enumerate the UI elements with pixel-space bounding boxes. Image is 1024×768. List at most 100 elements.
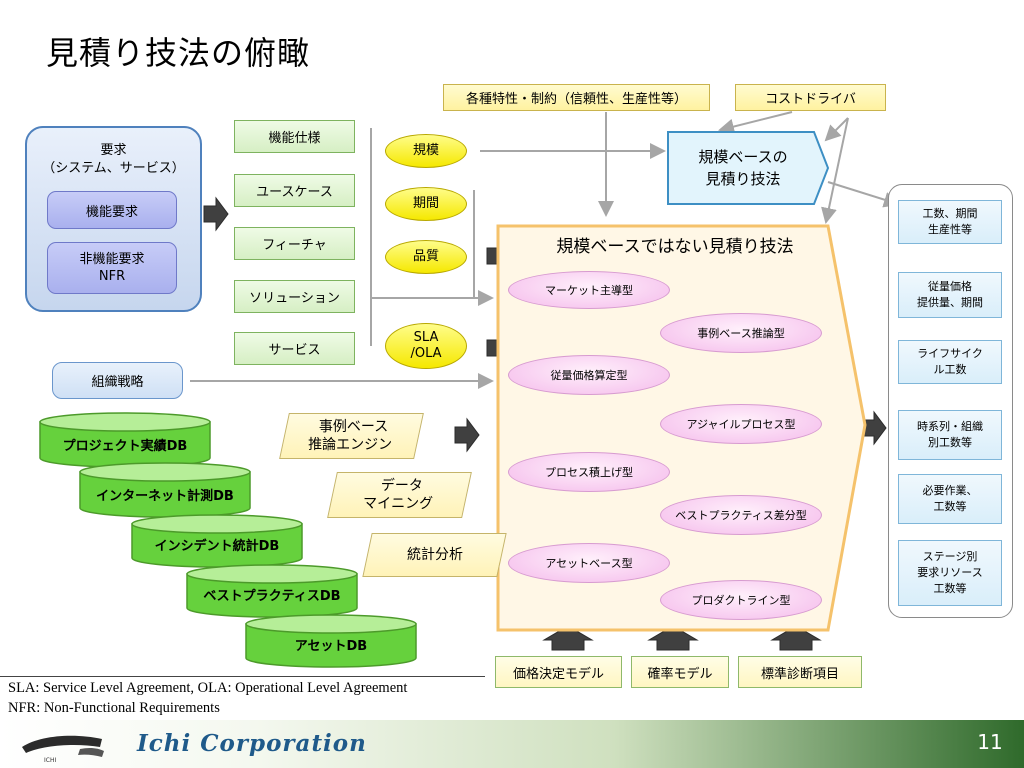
non-scale-title: 規模ベースではない見積り技法 [556,237,794,257]
quality-oval: 品質 [385,240,467,274]
logo-text: ICHI [44,757,56,764]
method-market: マーケット主導型 [508,271,670,309]
method-agile: アジャイルプロセス型 [660,404,822,444]
spec-label: フィーチャ [262,238,327,253]
spec-label: ユースケース [256,185,333,200]
sla-oval: SLA /OLA [385,323,467,369]
nonfunctional-label-line2: NFR [98,269,126,284]
spec-label: 機能仕様 [268,131,321,146]
spec-box-solution: ソリューション [234,280,355,313]
constraints-label: 各種特性・制約（信頼性、生産性等） [465,92,687,107]
spec-label: ソリューション [249,291,340,306]
cost-driver-to-method-arrow [821,117,849,224]
scale-based-label: 規模ベースの 見積り技法 [672,138,814,198]
method-metered-price: 従量価格算定型 [508,355,670,395]
db-incident [131,514,303,568]
diagnosis-label: 標準診断項目 [760,666,839,682]
result-lifecycle: ライフサイク ル工数 [898,340,1002,384]
result-line: 必要作業、 [922,484,978,497]
org-strategy-box: 組織戦略 [52,362,183,399]
functional-requirement-label: 機能要求 [85,204,138,220]
db-project [39,412,211,468]
case-engine-line2: 推論エンジン [307,437,392,453]
sla-label-line2: /OLA [410,346,442,361]
cost-driver-to-left-arrow [718,111,793,135]
price-model-label: 価格決定モデル [512,666,604,682]
scale-based-line2: 見積り技法 [705,170,781,188]
price-model-box: 価格決定モデル [495,656,622,688]
data-mining-box: データ マイニング [327,472,472,518]
engine-block-arrow [454,417,480,453]
db-asset [245,614,417,668]
page-title: 見積り技法の俯瞰 [46,34,311,72]
result-line: 提供量、期間 [917,296,983,309]
db-bestpractice [186,564,358,618]
diagnosis-box: 標準診断項目 [738,656,862,688]
requirements-title-line1: 要求 [100,143,127,158]
spec-label: サービス [268,343,321,358]
method-asset-based: アセットベース型 [508,543,670,583]
result-line: ステージ別 [922,550,978,563]
spec-box-functional: 機能仕様 [234,120,355,153]
scale-based-to-results-arrow [827,181,900,208]
prob-up-arrow [647,625,699,651]
period-oval: 期間 [385,187,467,221]
result-line: ル工数 [933,363,967,376]
quality-label: 品質 [412,249,439,264]
result-stage-resource: ステージ別 要求リソース 工数等 [898,540,1002,606]
scale-based-line1: 規模ベースの [698,148,788,166]
footnote-nfr: NFR: Non-Functional Requirements [8,700,220,716]
method-process-buildup: プロセス積上げ型 [508,452,670,492]
probability-model-label: 確率モデル [647,666,713,682]
probability-model-box: 確率モデル [631,656,729,688]
scale-based-shape [667,131,830,205]
cost-driver-to-scale-arrow [824,117,849,142]
result-line: 工数、期間 [922,207,978,220]
scale-label: 規模 [412,143,439,158]
nonfunctional-requirement-box: 非機能要求 NFR [47,242,177,294]
db-label-bestpractice: ベストプラクティスDB [203,588,341,604]
result-line: 工数等 [933,500,967,513]
result-line: 生産性等 [928,223,972,236]
stats-analysis-label: 統計分析 [406,547,463,563]
nonfunctional-label-line1: 非機能要求 [79,252,145,267]
footnote-sla: SLA: Service Level Agreement, OLA: Opera… [8,680,408,696]
result-line: 別工数等 [928,436,972,449]
spec-box-usecase: ユースケース [234,174,355,207]
page-number: 11 [977,730,1003,754]
result-line: ライフサイク [917,347,983,360]
result-metered-price: 従量価格 提供量、期間 [898,272,1002,318]
requirements-title-line2: （システム、サービス） [42,161,185,176]
result-line: 従量価格 [928,280,972,293]
database-cylinders [39,412,417,668]
price-up-arrow [542,625,594,651]
notes-divider [0,676,485,677]
footer-bar [0,720,1024,768]
case-engine-box: 事例ベース 推論エンジン [279,413,424,459]
result-timeseries: 時系列・組織 別工数等 [898,410,1002,460]
case-engine-line1: 事例ベース [318,419,389,435]
result-effort-period: 工数、期間 生産性等 [898,200,1002,244]
result-required-work: 必要作業、 工数等 [898,474,1002,524]
org-strategy-label: 組織戦略 [91,375,144,390]
company-logo: ICHI [22,735,104,764]
method-case-based: 事例ベース推論型 [660,313,822,353]
period-label: 期間 [412,196,439,211]
cost-driver-box: コストドライバ [735,84,886,111]
data-mining-line1: データ [380,478,423,494]
spec-box-feature: フィーチャ [234,227,355,260]
functional-requirement-box: 機能要求 [47,191,177,229]
method-product-line: プロダクトライン型 [660,580,822,620]
sla-label-line1: SLA [413,330,439,345]
method-best-practice-diff: ベストプラクティス差分型 [660,495,822,535]
result-line: 要求リソース [917,566,983,579]
requirements-title: 要求 （システム、サービス） [25,142,202,178]
db-label-incident: インシデント統計DB [154,538,280,554]
data-mining-line2: マイニング [362,496,433,512]
db-label-internet: インターネット計測DB [96,488,234,504]
stats-analysis-box: 統計分析 [362,533,507,577]
result-line: 工数等 [933,582,967,595]
scale-oval: 規模 [385,134,467,168]
constraints-box: 各種特性・制約（信頼性、生産性等） [443,84,710,111]
footnotes: SLA: Service Level Agreement, OLA: Opera… [8,678,407,718]
